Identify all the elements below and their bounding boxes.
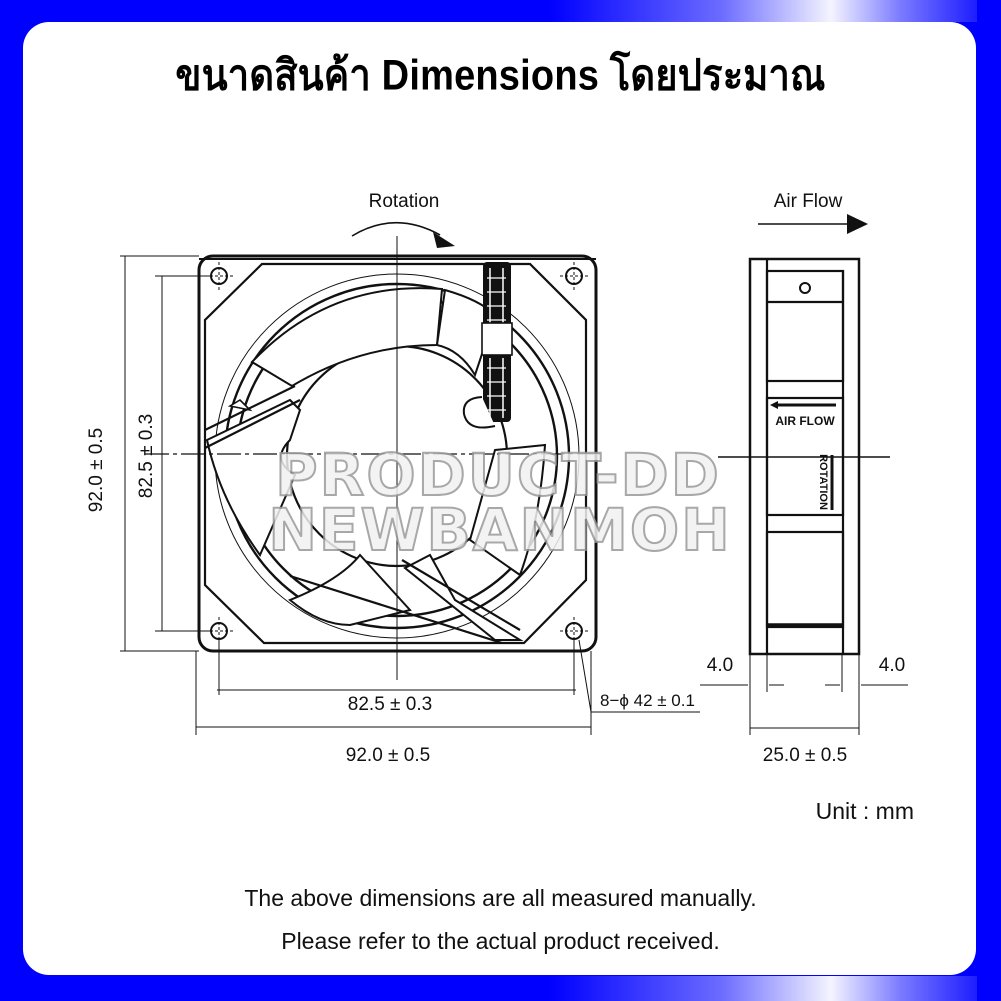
height-outer-dimension: 92.0 ± 0.5 <box>86 428 107 512</box>
hole-spec-dimension: 8−ϕ 42 ± 0.1 <box>600 691 695 710</box>
watermark-line2: NEWBANMOH <box>268 496 731 564</box>
front-view <box>120 221 700 735</box>
wire-harness <box>462 262 513 429</box>
side-airflow-label: AIR FLOW <box>775 414 835 428</box>
disclaimer-line2: Please refer to the actual product recei… <box>281 928 720 954</box>
airflow-label: Air Flow <box>774 191 843 212</box>
flange-left-dimension: 4.0 <box>707 655 733 676</box>
airflow-arrow-icon <box>758 214 868 234</box>
flange-right-dimension: 4.0 <box>879 655 905 676</box>
page-title: ขนาดสินค้า Dimensions โดยประมาณ <box>175 52 826 100</box>
width-mount-dimension: 82.5 ± 0.3 <box>348 694 432 715</box>
disclaimer-line1: The above dimensions are all measured ma… <box>244 885 757 911</box>
rotation-label: Rotation <box>369 191 440 212</box>
watermark: PRODUCT-DD NEWBANMOH <box>267 440 731 565</box>
width-outer-dimension: 92.0 ± 0.5 <box>346 745 430 766</box>
watermark-line1: PRODUCT-DD <box>275 441 721 509</box>
side-view <box>700 214 908 735</box>
depth-dimension: 25.0 ± 0.5 <box>763 745 847 766</box>
side-rotation-label: ROTATION <box>817 454 829 510</box>
height-mount-dimension: 82.5 ± 0.3 <box>136 414 157 498</box>
unit-label: Unit : mm <box>815 798 914 824</box>
rotation-arrow-icon <box>351 221 455 248</box>
